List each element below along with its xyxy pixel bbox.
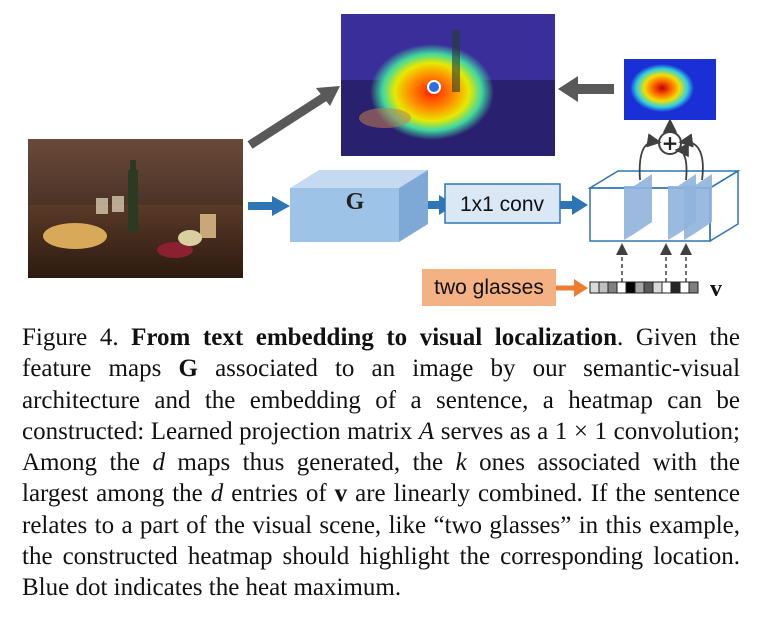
heatmap-overlay-photo [341,14,555,156]
feature-maps-volume [587,169,741,243]
arrow-to-overlay [247,92,329,149]
selected-maps [624,174,712,240]
conv-box: 1x1 conv [444,183,561,224]
symbol-d: d [152,449,165,477]
box-label-G: G [346,189,365,215]
figure-diagram: G 1x1 conv + two glasses [28,14,741,306]
heat-maximum-dot [427,80,441,94]
symbol-d: d [210,480,224,508]
small-heatmap [624,59,716,120]
symbol-G: G [178,355,198,383]
map-to-sum-arc-1 [638,133,662,181]
selection-arrows [616,243,692,282]
figure-number: Figure 4. [22,324,119,351]
map-to-sum-arc-2 [674,142,689,181]
sum-symbol: + [662,131,679,155]
text-input-label: two glasses [434,276,544,299]
caption-text: are linearly combined. If the sentence r… [22,480,740,602]
caption-title: From text embedding to visual localizati… [131,324,618,351]
input-photo [28,139,243,278]
vector-label: v [710,276,722,302]
embedding-vector [589,281,699,294]
feature-map-box-G: G [290,170,428,242]
caption-text: serves as a 1 × 1 convolution; Among the [22,417,740,477]
caption-text: ones associated with the largest among t… [22,449,741,508]
symbol-A: A [418,417,435,445]
caption-text: associated to an image by our semantic-v… [22,355,741,445]
text-input-box: two glasses [422,269,556,306]
figure-caption: Figure 4. From text embedding to visual … [22,324,741,602]
caption-text: Given the feature maps [22,324,741,383]
map-to-sum-arc-3 [678,133,704,181]
symbol-v: v [334,480,348,508]
conv-label: 1x1 conv [460,193,545,216]
caption-text: entries of [231,480,327,508]
caption-text: maps thus generated, the [177,449,444,477]
sum-node: + [658,131,682,155]
symbol-k: k [455,449,467,477]
